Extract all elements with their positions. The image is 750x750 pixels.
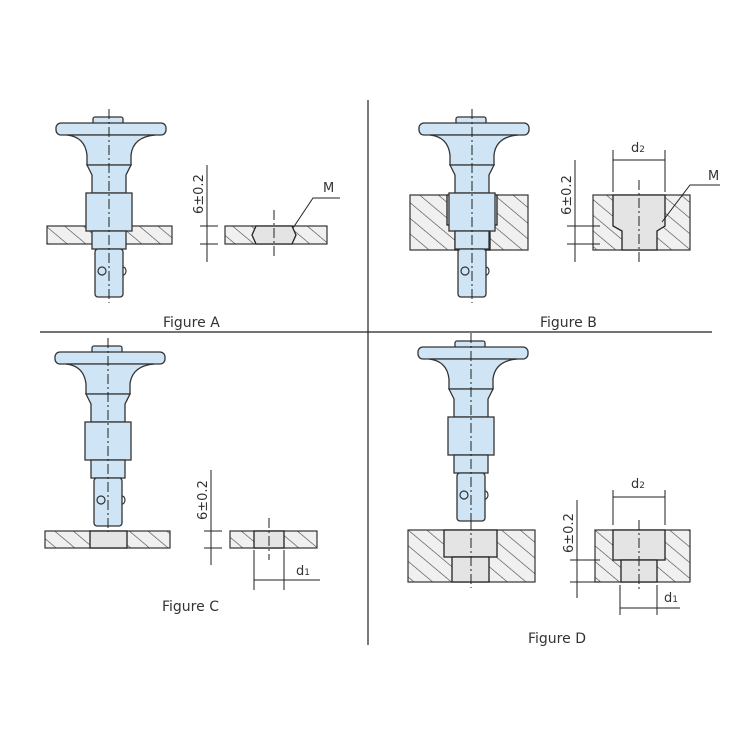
tolerance-label: 6±0.2	[560, 175, 575, 215]
figure-caption: Figure C	[162, 599, 219, 615]
thread-callout: M	[708, 169, 719, 184]
plunger	[417, 332, 529, 528]
tolerance-label: 6±0.2	[192, 174, 207, 214]
dimension-d1: d1	[664, 591, 678, 606]
figure-caption: Figure D	[528, 631, 586, 647]
thread-callout: M	[323, 181, 334, 196]
figure-c: d1 6±0.2 Figure C	[44, 337, 320, 615]
figure-a: 6±0.2 M Figure A	[46, 108, 340, 331]
figure-b: d2 6±0.2 M Figure B	[409, 108, 720, 331]
dimension-d1: d1	[296, 564, 310, 579]
plunger	[55, 108, 167, 304]
figure-d: d2 d1 6±0.2 Figure D	[407, 332, 691, 647]
dimension-d2: d2	[631, 477, 645, 492]
dimension-d2: d2	[631, 141, 645, 156]
tolerance-label: 6±0.2	[562, 513, 577, 553]
plunger	[54, 337, 166, 533]
figure-caption: Figure A	[163, 315, 220, 331]
figure-caption: Figure B	[540, 315, 597, 331]
tolerance-label: 6±0.2	[196, 480, 211, 520]
